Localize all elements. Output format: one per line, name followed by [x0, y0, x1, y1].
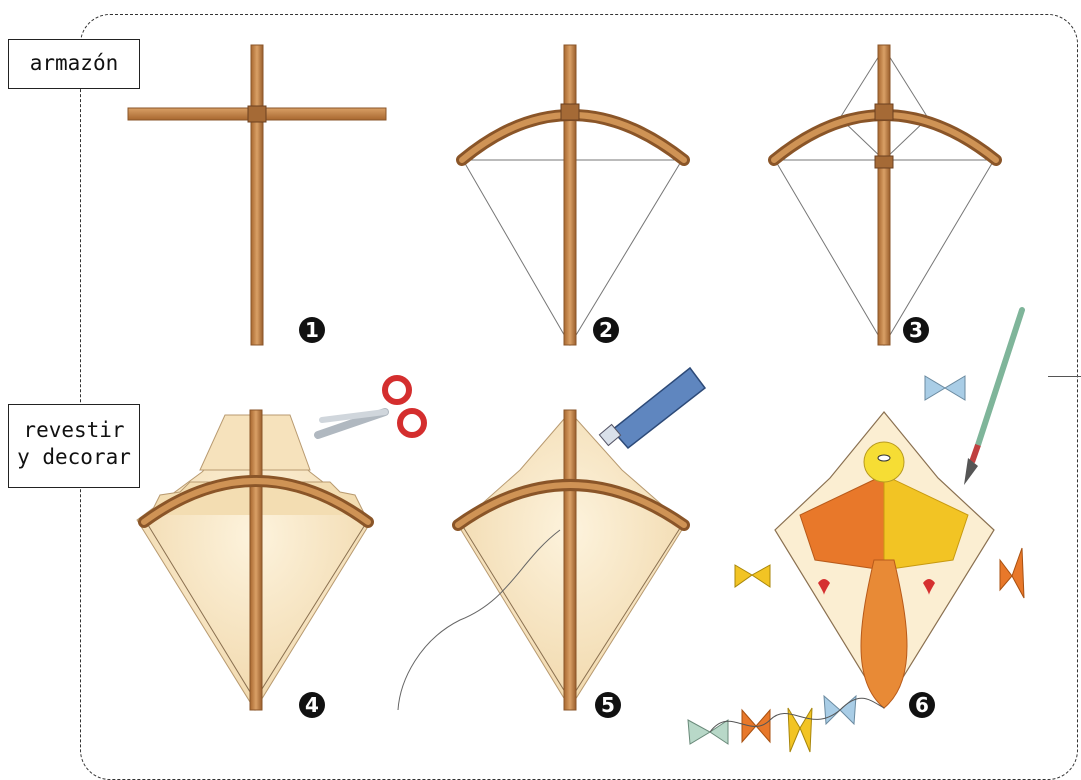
step-5-covered-kite: [398, 410, 685, 710]
step-1-badge: 1: [299, 317, 325, 343]
step-2-number: 2: [599, 318, 613, 342]
step-3-badge: 3: [903, 317, 929, 343]
step-2-badge: 2: [593, 317, 619, 343]
step-4-number: 4: [305, 693, 319, 717]
step-5-number: 5: [601, 693, 615, 717]
step-3-number: 3: [909, 318, 923, 342]
paintbrush-icon: [964, 310, 1022, 485]
step-6-badge: 6: [909, 692, 935, 718]
step-4-covered-kite: [137, 410, 372, 710]
glue-tube-icon: [599, 368, 705, 448]
step-3-frame: [774, 45, 996, 345]
step-5-badge: 5: [595, 692, 621, 718]
step-2-frame: [462, 45, 684, 345]
step-1-cross: [128, 45, 386, 345]
scissors-icon: [318, 378, 424, 435]
step-4-badge: 4: [299, 692, 325, 718]
step-1-number: 1: [305, 318, 319, 342]
step-6-number: 6: [915, 693, 929, 717]
